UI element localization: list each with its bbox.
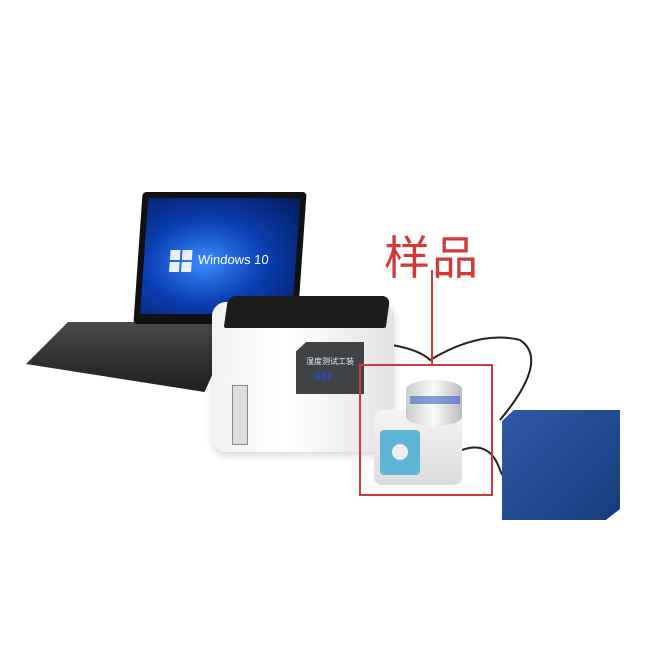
leader-line <box>431 270 433 366</box>
sample-band <box>410 396 460 404</box>
windows-logo-icon <box>169 250 193 272</box>
sample-highlight-box <box>359 364 493 496</box>
sensor-box <box>502 410 620 520</box>
knob-icon <box>392 444 408 460</box>
flow-meter <box>232 385 248 445</box>
fixture-panel: 湿度测试工装 GSI <box>296 342 364 394</box>
os-text: Windows 10 <box>197 252 270 267</box>
test-fixture-top <box>223 296 391 328</box>
brand-logo: GSI <box>314 372 332 382</box>
panel-text: 湿度测试工装 <box>306 357 354 366</box>
